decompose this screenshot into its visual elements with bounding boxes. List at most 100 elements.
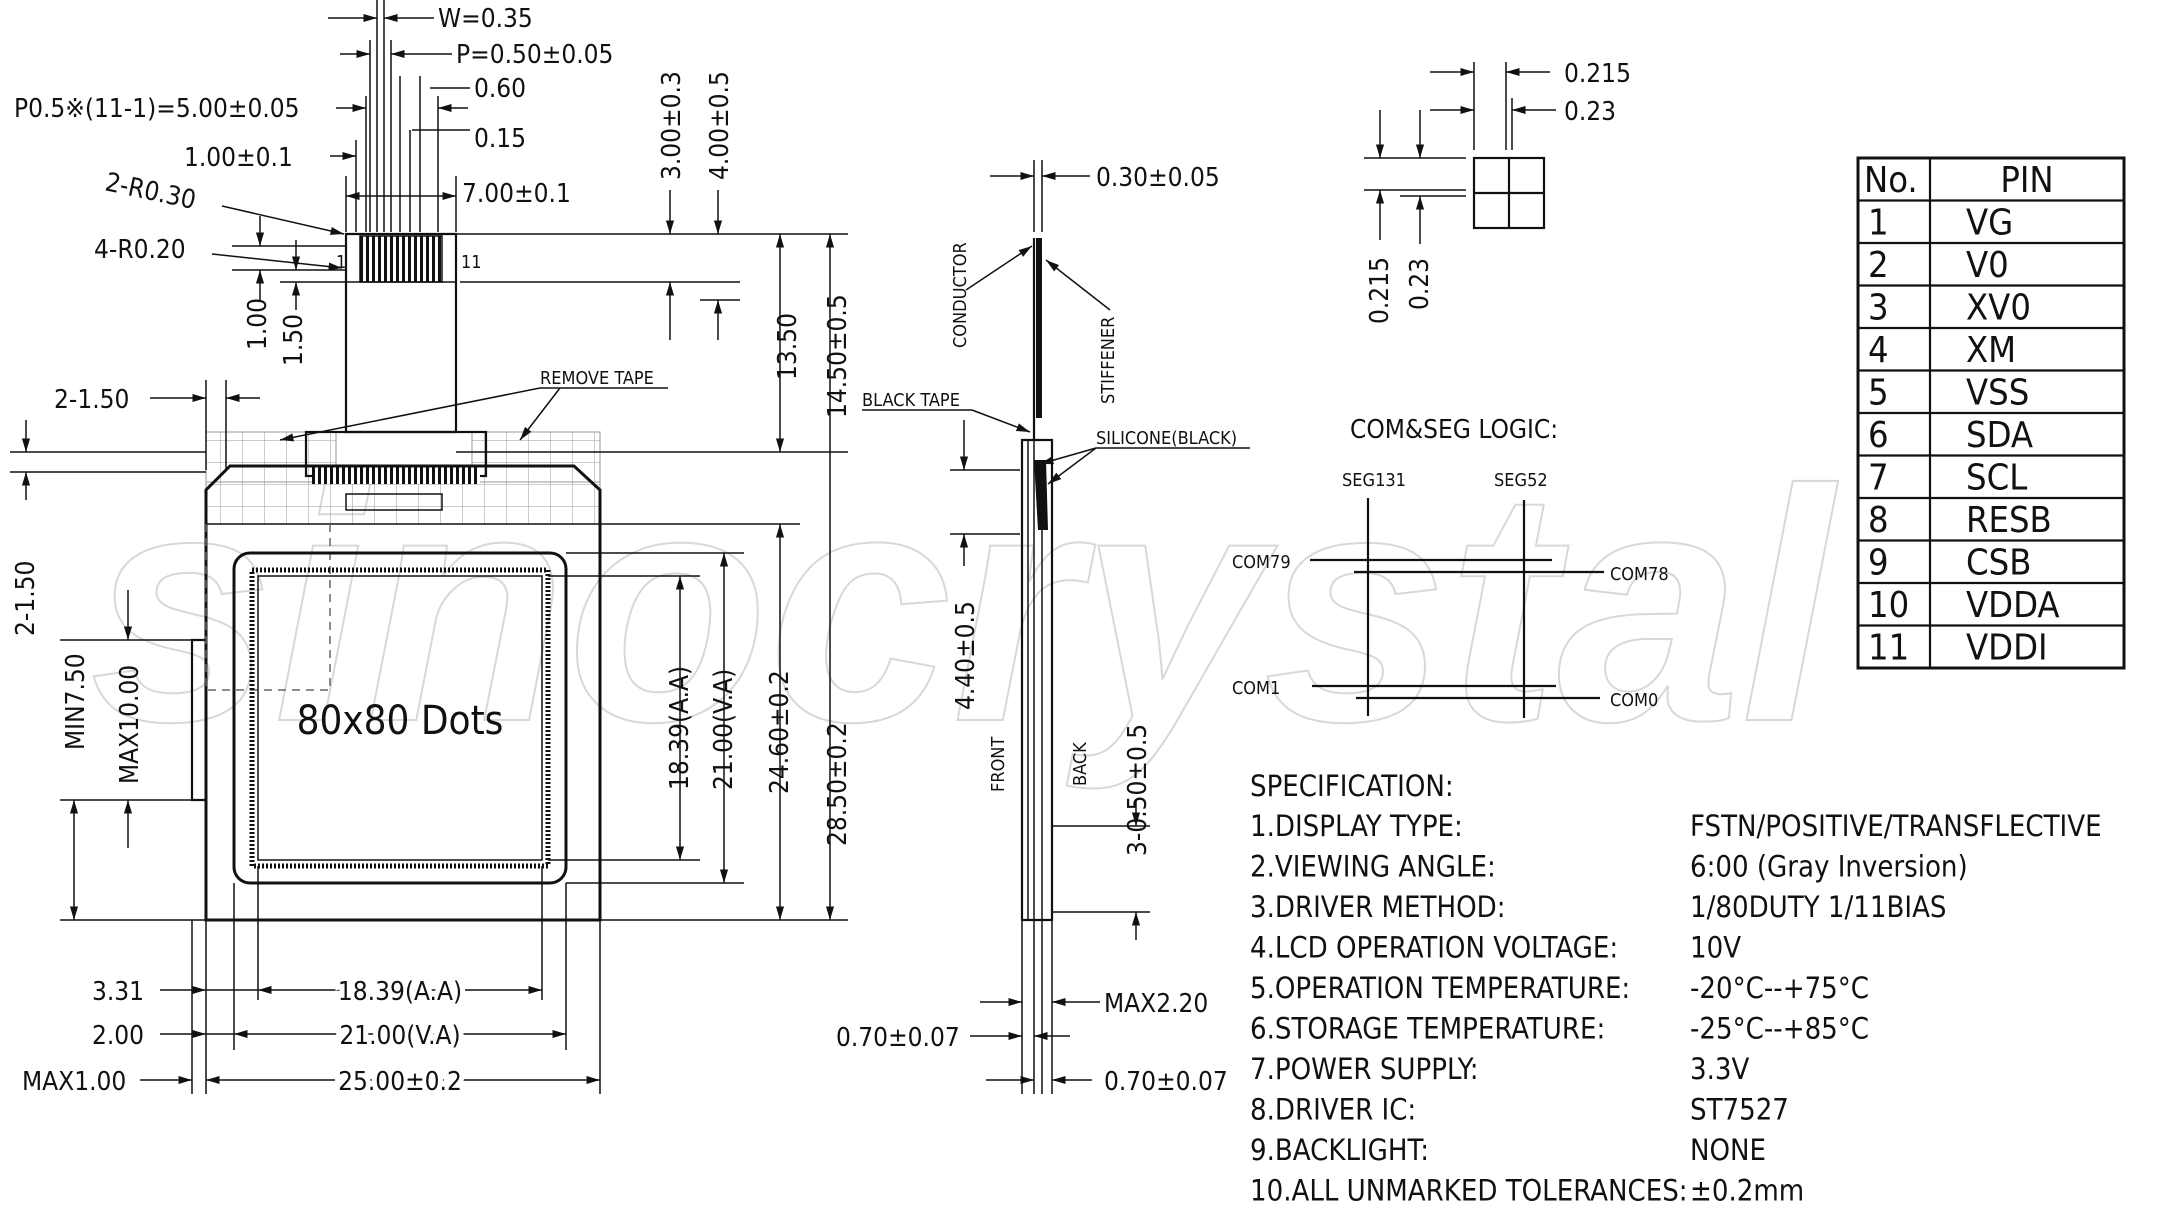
spec-label: 3.DRIVER METHOD:: [1250, 890, 1506, 924]
dim-v2150: 2-1.50: [11, 561, 41, 636]
pin-header-no: No.: [1864, 160, 1918, 201]
dim-015: 0.15: [474, 124, 526, 154]
remove-tape-label: REMOVE TAPE: [540, 368, 654, 389]
spec-value: -20°C--+75°C: [1690, 971, 1869, 1005]
pin-number: 6: [1868, 415, 1889, 456]
front-label: FRONT: [988, 737, 1009, 792]
pin-number: 9: [1868, 543, 1889, 584]
pin-name: SDA: [1966, 415, 2033, 456]
dot-h0215: 0.215: [1564, 59, 1631, 89]
pin-name: V0: [1966, 245, 2009, 286]
dim-min750: MIN7.50: [61, 653, 91, 750]
viewing-area: [232, 551, 568, 885]
specification: SPECIFICATION: 1.DISPLAY TYPE: FSTN/POSIT…: [1250, 769, 2102, 1208]
dim-p: P=0.50±0.05: [456, 40, 613, 70]
pin-11-label: 11: [461, 252, 482, 273]
active-area: [257, 575, 543, 861]
com1-label: COM1: [1232, 678, 1280, 699]
spec-label: 10.ALL UNMARKED TOLERANCES:: [1250, 1174, 1688, 1208]
spec-value: -25°C--+85°C: [1690, 1012, 1869, 1046]
com79-label: COM79: [1232, 552, 1291, 573]
spec-label: 5.OPERATION TEMPERATURE:: [1250, 971, 1630, 1005]
dim-max1000: MAX10.00: [115, 665, 145, 784]
spec-value: 10V: [1690, 931, 1741, 965]
dim-h2150: 2-1.50: [54, 385, 129, 415]
pin-name: RESB: [1966, 500, 2052, 541]
side-max220: MAX2.20: [1104, 989, 1208, 1019]
dot-v023: 0.23: [1405, 258, 1435, 310]
dim-v2850: 28.50±0.2: [823, 722, 853, 846]
dim-v2100: 21.00(V.A): [709, 669, 739, 790]
pin-name: VG: [1966, 203, 2013, 244]
spec-value: 3.3V: [1690, 1052, 1749, 1086]
side-view: 0.30±0.05 CONDUCTOR STIFFENER BLACK TAPE…: [836, 160, 1250, 1097]
dim-h2500: 25.00±0.2: [338, 1067, 462, 1097]
spec-value: ±0.2mm: [1690, 1174, 1804, 1208]
side-thickness: 0.30±0.05: [1096, 163, 1220, 193]
pin-number: 10: [1868, 585, 1909, 626]
pin-number: 4: [1868, 330, 1889, 371]
dim-v1350: 13.50: [773, 313, 803, 380]
spec-value: ST7527: [1690, 1093, 1789, 1127]
dim-v100: 1.00: [243, 298, 273, 350]
spec-label: 1.DISPLAY TYPE:: [1250, 809, 1463, 843]
spec-label: 8.DRIVER IC:: [1250, 1093, 1416, 1127]
spec-value: FSTN/POSITIVE/TRANSFLECTIVE: [1690, 809, 2102, 843]
pin-1-label: 1: [336, 252, 346, 273]
dim-h331: 3.31: [92, 977, 144, 1007]
dim-v2460: 24.60±0.2: [765, 670, 795, 794]
conductor-label: CONDUCTOR: [950, 242, 971, 348]
pin-number: 11: [1868, 628, 1909, 669]
side-v350: 3-0.50±0.5: [1123, 724, 1153, 856]
dim-pitch-total: P0.5※(11-1)=5.00±0.05: [14, 94, 300, 124]
pin-number: 2: [1868, 245, 1889, 286]
front-view: 1 11 80x80 Dots W=0.35 P=0.50±0.05: [10, 0, 853, 1102]
stiffener-label: STIFFENER: [1098, 317, 1119, 404]
spec-title: SPECIFICATION:: [1250, 769, 1454, 803]
active-area-border: [249, 567, 551, 869]
seg52-label: SEG52: [1494, 470, 1548, 491]
com78-label: COM78: [1610, 564, 1669, 585]
dim-r020: 4-R0.20: [94, 235, 186, 265]
spec-label: 7.POWER SUPPLY:: [1250, 1052, 1479, 1086]
silicone-label: SILICONE(BLACK): [1096, 428, 1237, 449]
pin-name: SCL: [1966, 458, 2027, 499]
com-seg-logic: COM&SEG LOGIC: SEG131 SEG52 COM79 COM78 …: [1232, 415, 1669, 718]
pin-number: 8: [1868, 500, 1889, 541]
pin-number: 3: [1868, 288, 1889, 329]
dim-hmax100: MAX1.00: [22, 1067, 126, 1097]
dim-v1450: 14.50±0.5: [823, 294, 853, 418]
side-t070b: 0.70±0.07: [1104, 1067, 1228, 1097]
dot-v0215: 0.215: [1365, 257, 1395, 324]
fpc-stiffener: [1036, 238, 1042, 418]
spec-label: 2.VIEWING ANGLE:: [1250, 850, 1496, 884]
dim-w: W=0.35: [438, 4, 533, 34]
pin-number: 1: [1868, 203, 1889, 244]
spec-label: 9.BACKLIGHT:: [1250, 1133, 1429, 1167]
dim-100: 1.00±0.1: [184, 143, 293, 173]
spec-value: 1/80DUTY 1/11BIAS: [1690, 890, 1947, 924]
dim-v150: 1.50: [279, 314, 309, 366]
pin-header-pin: PIN: [2000, 160, 2053, 201]
dim-h1839: 18.39(A.A): [338, 977, 462, 1007]
pin-name: VDDI: [1966, 628, 2048, 669]
black-tape-label: BLACK TAPE: [862, 390, 960, 411]
spec-value: 6:00 (Gray Inversion): [1690, 850, 1968, 884]
dim-r030: 2-R0.30: [103, 168, 199, 216]
pin-name: CSB: [1966, 543, 2031, 584]
dim-v300: 3.00±0.3: [657, 71, 687, 180]
silicone: [1034, 460, 1048, 530]
dot-detail: 0.215 0.23 0.215 0.23: [1364, 59, 1631, 324]
dots-label: 80x80 Dots: [297, 698, 504, 744]
dim-v400: 4.00±0.5: [705, 71, 735, 180]
dim-h200: 2.00: [92, 1021, 144, 1051]
spec-label: 4.LCD OPERATION VOLTAGE:: [1250, 931, 1618, 965]
com0-label: COM0: [1610, 690, 1658, 711]
seg131-label: SEG131: [1342, 470, 1406, 491]
com-seg-title: COM&SEG LOGIC:: [1350, 415, 1558, 445]
dim-h2100: 21.00(V.A): [339, 1021, 460, 1051]
spec-value: NONE: [1690, 1133, 1766, 1167]
pin-name: XM: [1966, 330, 2016, 371]
